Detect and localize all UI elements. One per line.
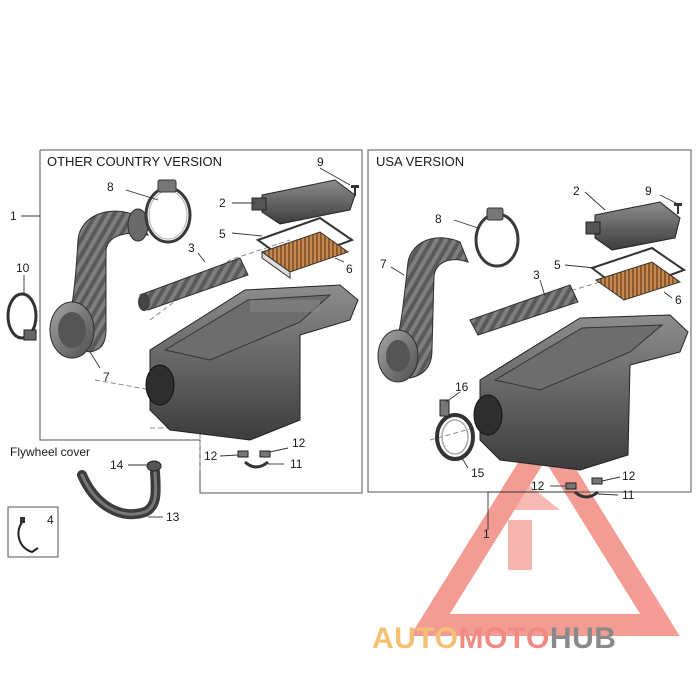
airbox-housing-part <box>145 284 359 441</box>
filter-cover-part <box>251 179 356 225</box>
air-filter-part <box>255 216 355 279</box>
usa-callout-12b: 12 <box>622 469 636 483</box>
usa-callout-15: 15 <box>471 466 485 480</box>
usa-callout-3: 3 <box>533 268 540 282</box>
other-country-section: OTHER COUNTRY VERSION <box>6 149 363 494</box>
usa-airbox-housing-part <box>473 314 689 471</box>
usa-air-filter-part <box>589 246 687 301</box>
usa-callout-6: 6 <box>675 293 682 307</box>
breather-hose-part <box>138 257 249 311</box>
usa-hose-clamp-part <box>474 207 520 268</box>
callout-8: 8 <box>107 180 114 194</box>
usa-callout-5: 5 <box>554 258 561 272</box>
usa-title: USA VERSION <box>376 154 464 169</box>
watermark-auto: AUTO <box>372 622 458 655</box>
other-country-title: OTHER COUNTRY VERSION <box>47 154 222 169</box>
callout-13: 13 <box>166 510 180 524</box>
callout-12b: 12 <box>292 436 306 450</box>
other-country-frame <box>39 149 363 494</box>
callout-7: 7 <box>103 370 110 384</box>
clamp-10-part <box>6 292 38 341</box>
usa-intake-hose-part <box>377 237 469 383</box>
usa-callout-2: 2 <box>573 184 580 198</box>
callout-12a: 12 <box>204 449 218 463</box>
callout-3: 3 <box>188 241 195 255</box>
callout-14: 14 <box>110 458 124 472</box>
usa-screw-9-part <box>674 203 682 214</box>
callout-2: 2 <box>219 196 226 210</box>
watermark-moto: MOTO <box>458 622 549 655</box>
drain-clips-part <box>237 450 271 469</box>
usa-callout-11: 11 <box>622 488 635 502</box>
usa-filter-cover-part <box>585 201 681 251</box>
usa-callout-8: 8 <box>435 212 442 226</box>
usa-callout-16: 16 <box>455 380 469 394</box>
usa-fitting-16-part <box>439 399 450 417</box>
watermark-hub: HUB <box>550 622 617 655</box>
callout-6: 6 <box>346 262 353 276</box>
callout-9: 9 <box>317 155 324 169</box>
usa-callout-1: 1 <box>483 527 490 541</box>
callout-4: 4 <box>47 513 54 527</box>
usa-callout-7: 7 <box>380 257 387 271</box>
flywheel-hose-group: Flywheel cover 14 13 <box>10 445 180 524</box>
part-4-box: 4 <box>7 506 59 558</box>
usa-callout-12a: 12 <box>531 479 545 493</box>
watermark-brand: AUTOMOTOHUB <box>372 622 616 655</box>
flywheel-cover-label: Flywheel cover <box>10 445 90 459</box>
callout-10: 10 <box>16 261 30 275</box>
callout-11: 11 <box>290 457 303 471</box>
watermark-logo <box>410 419 680 636</box>
usa-ring-part <box>435 413 475 461</box>
usa-callout-9: 9 <box>645 184 652 198</box>
usa-breather-hose-part <box>469 284 579 336</box>
intake-hose-part <box>49 208 150 359</box>
svg-text:AUTOMOTOHUB: AUTOMOTOHUB <box>372 622 616 655</box>
screw-9-part <box>351 185 359 196</box>
hose-clamp-part <box>144 179 192 244</box>
callout-5: 5 <box>219 227 226 241</box>
usa-section: USA VERSION <box>367 149 692 541</box>
callout-1: 1 <box>10 209 17 223</box>
